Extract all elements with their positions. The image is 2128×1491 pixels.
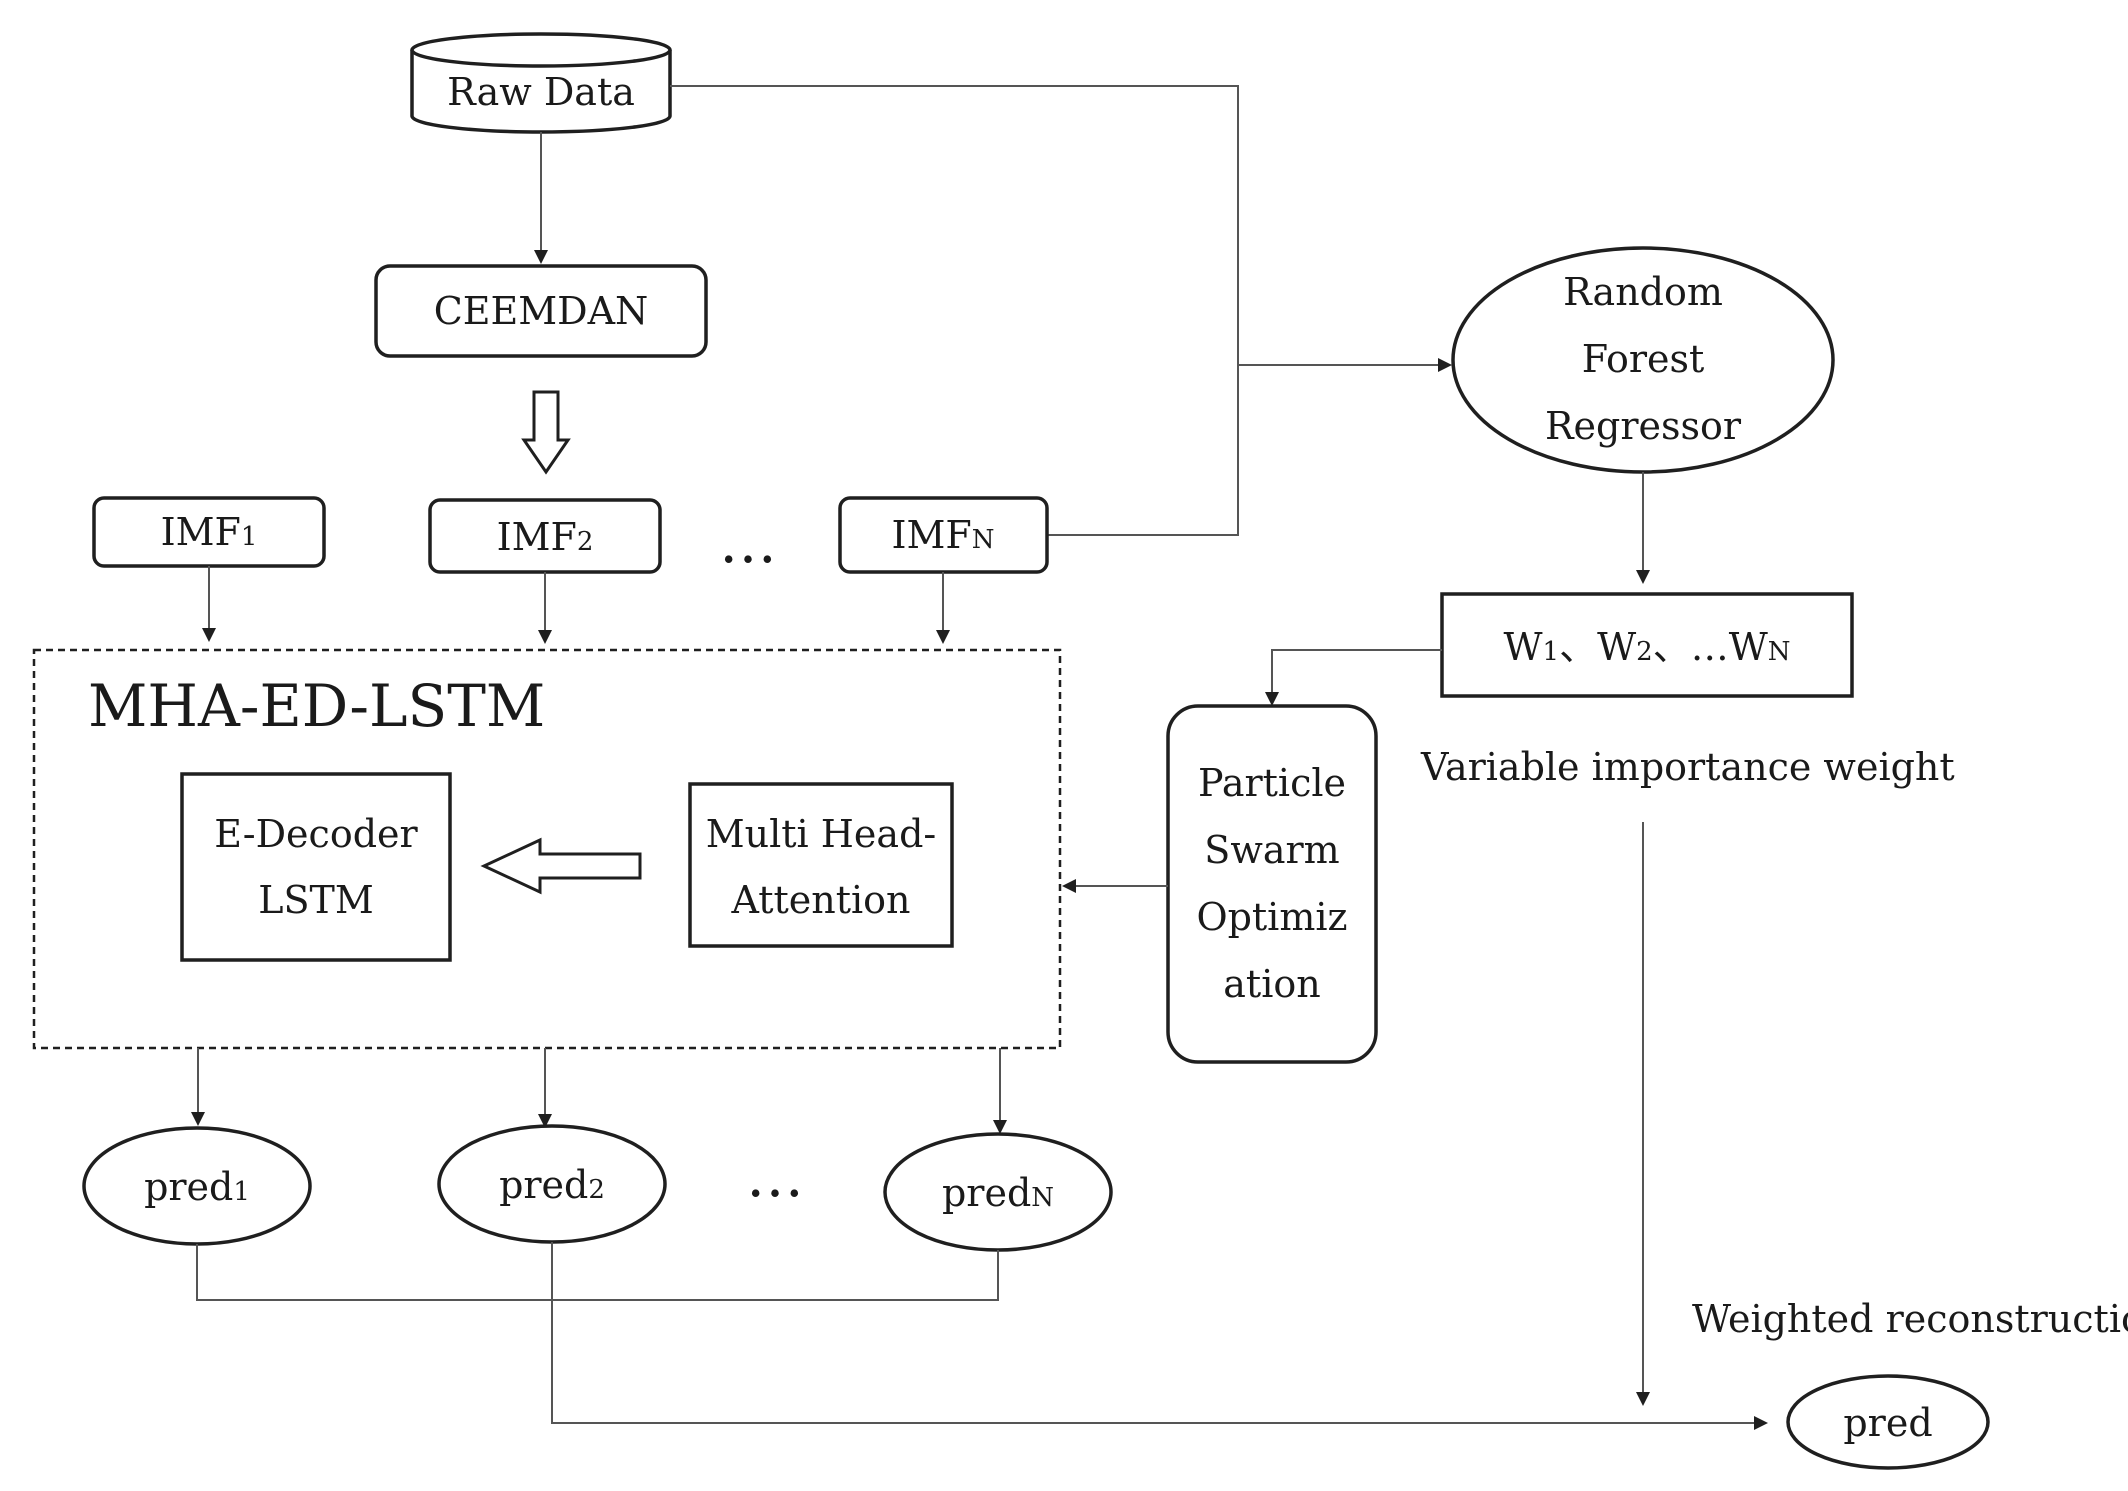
attention-label-line1: Multi Head- xyxy=(706,812,937,856)
raw-data-label: Raw Data xyxy=(447,70,635,114)
pred-ellipsis: … xyxy=(746,1142,804,1210)
rf-label-line2: Forest xyxy=(1582,337,1705,381)
mha-ed-lstm-container: MHA-ED-LSTM xyxy=(32,648,1062,1050)
predn-label: predN xyxy=(942,1171,1054,1215)
imf1-label: IMF1 xyxy=(161,510,258,554)
weights-label: W1、W2、…WN xyxy=(1503,625,1790,669)
pred1-label: pred1 xyxy=(144,1165,250,1209)
final-pred-label: pred xyxy=(1843,1401,1932,1445)
raw-data-node: Raw Data xyxy=(410,32,672,134)
model-title: MHA-ED-LSTM xyxy=(88,672,545,740)
weights-node: W1、W2、…WN xyxy=(1440,592,1854,698)
pred2-label: pred2 xyxy=(499,1163,605,1207)
imfn-node: IMFN xyxy=(838,496,1049,574)
multi-head-attention-node: Multi Head- Attention xyxy=(688,782,954,948)
imf-ellipsis: … xyxy=(719,508,777,576)
pso-label-line1: Particle xyxy=(1198,761,1346,805)
pso-node: Particle Swarm Optimiz ation xyxy=(1166,704,1378,1064)
imfn-label: IMFN xyxy=(891,513,994,557)
imf2-node: IMF2 xyxy=(428,498,662,574)
ceemdan-node: CEEMDAN xyxy=(374,264,708,358)
connector-raw-imfn-bus xyxy=(670,85,1239,536)
pred2-node: pred2 xyxy=(437,1124,667,1244)
reconstruction-caption: Weighted reconstruction xyxy=(1692,1297,2128,1341)
final-pred-node: pred xyxy=(1786,1374,1990,1470)
imf2-label: IMF2 xyxy=(497,515,594,559)
pso-label-line4: ation xyxy=(1223,962,1320,1006)
rf-label-line1: Random xyxy=(1563,270,1723,314)
arrow-preds-to-final xyxy=(551,1242,1768,1430)
decoder-label-line1: E-Decoder xyxy=(214,812,418,856)
attention-label-line2: Attention xyxy=(730,878,910,922)
decoder-label-line2: LSTM xyxy=(258,878,374,922)
imf1-node: IMF1 xyxy=(92,496,326,568)
random-forest-node: Random Forest Regressor xyxy=(1451,246,1835,474)
weights-caption: Variable importance weight xyxy=(1420,745,1955,789)
ceemdan-label: CEEMDAN xyxy=(434,289,649,333)
attention-to-decoder-hollow-arrow xyxy=(480,837,642,895)
pso-label-line2: Swarm xyxy=(1204,828,1339,872)
rf-label-line3: Regressor xyxy=(1545,404,1742,448)
predn-node: predN xyxy=(883,1132,1113,1252)
pred1-node: pred1 xyxy=(82,1126,312,1246)
decompose-hollow-arrow xyxy=(521,390,571,475)
pso-label-line3: Optimiz xyxy=(1196,895,1347,939)
connector-pred1-predn xyxy=(196,1244,999,1301)
arrow-weights-to-pso xyxy=(1265,649,1442,706)
decoder-lstm-node: E-Decoder LSTM xyxy=(180,772,452,962)
